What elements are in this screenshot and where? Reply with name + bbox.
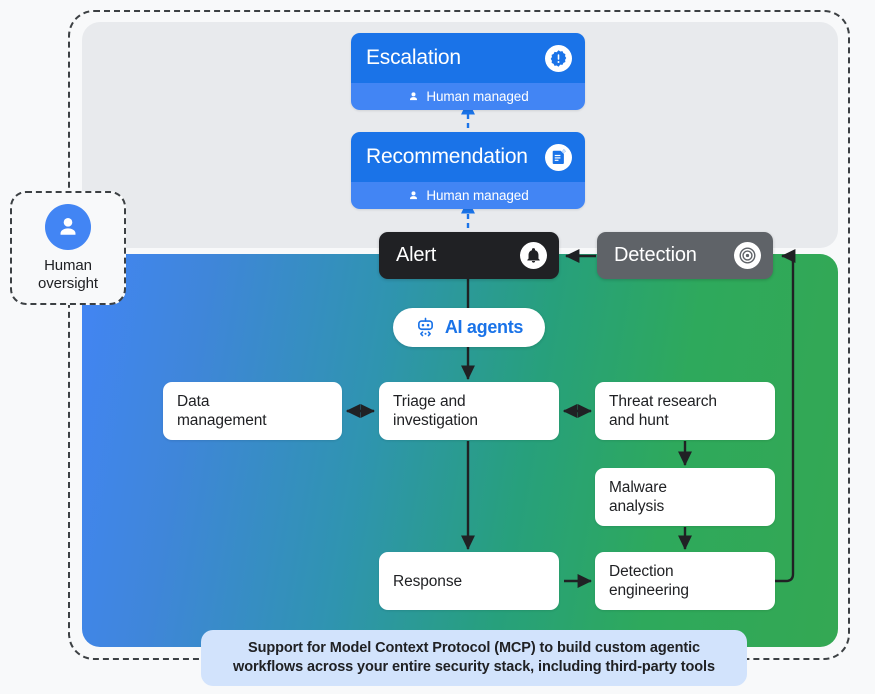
escalation-title: Escalation	[366, 46, 461, 69]
person-icon	[410, 92, 418, 101]
bell-icon	[520, 242, 547, 269]
mcp-caption: Support for Model Context Protocol (MCP)…	[201, 630, 747, 686]
mcp-caption-line1: Support for Model Context Protocol (MCP)…	[248, 640, 700, 656]
robot-code-icon	[417, 317, 433, 337]
ai-agents-pill[interactable]: AI agents	[393, 308, 545, 347]
escalation-card-footer: Human managed	[351, 83, 585, 110]
recommendation-footer-label: Human managed	[426, 188, 529, 203]
detection-card[interactable]: Detection	[597, 232, 773, 279]
escalation-footer-label: Human managed	[426, 89, 529, 104]
recommendation-card[interactable]: Recommendation Human managed	[351, 132, 585, 209]
target-icon	[734, 242, 761, 269]
ai-agents-label: AI agents	[444, 317, 524, 337]
human-oversight-line2: oversight	[38, 274, 98, 292]
person-icon	[45, 203, 91, 250]
detection-title: Detection	[614, 244, 697, 266]
mcp-caption-line2: workflows across your entire security st…	[233, 659, 715, 675]
alert-title: Alert	[396, 244, 437, 266]
process-box-response[interactable]: Response	[379, 552, 559, 610]
document-sparkle-icon	[545, 143, 572, 171]
recommendation-card-footer: Human managed	[351, 182, 585, 209]
person-icon	[410, 191, 418, 200]
escalation-card-head: Escalation	[351, 33, 585, 83]
mcp-caption-text: Support for Model Context Protocol (MCP)…	[233, 639, 715, 677]
alert-card[interactable]: Alert	[379, 232, 559, 279]
escalation-card[interactable]: Escalation Human managed	[351, 33, 585, 110]
alert-badge-icon	[545, 44, 572, 72]
recommendation-title: Recommendation	[366, 145, 528, 168]
process-box-label: Response	[393, 572, 462, 590]
human-oversight-line1: Human	[44, 256, 92, 274]
recommendation-card-head: Recommendation	[351, 132, 585, 182]
